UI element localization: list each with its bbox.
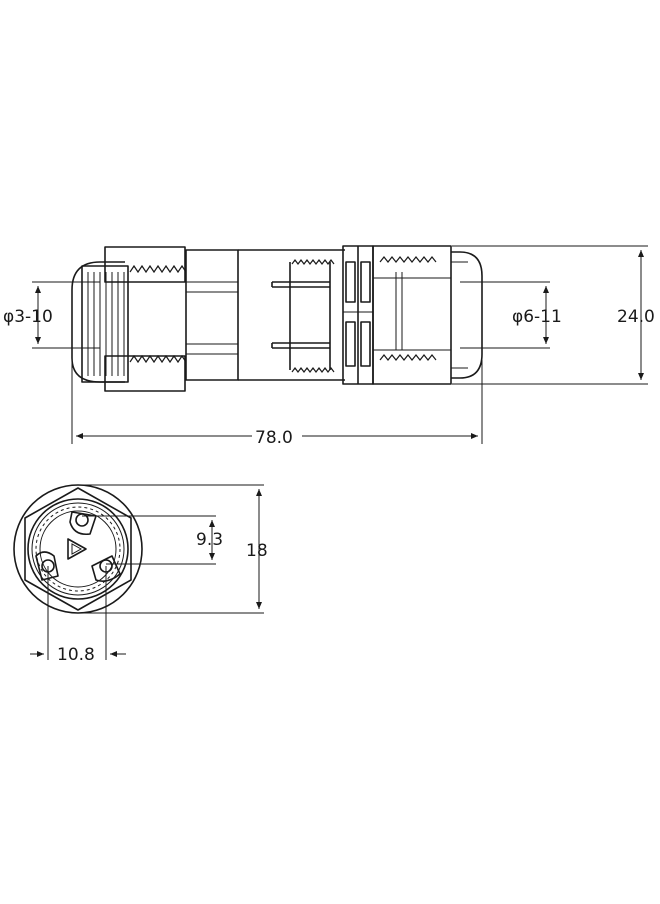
dim-left-cable <box>32 281 100 349</box>
middle-body-left <box>185 249 239 381</box>
knurl-lines <box>87 272 125 376</box>
socket-top <box>69 511 97 536</box>
socket-left <box>35 551 59 581</box>
mid-thread-bottom <box>291 367 335 373</box>
dim-pin-horizontal <box>30 566 126 660</box>
right-gland-nut <box>372 245 452 385</box>
height-label: 24.0 <box>617 307 655 327</box>
right-cable-diameter-label: φ6-11 <box>512 307 562 327</box>
side-view: φ3-10 φ6-11 24.0 78.0 <box>3 245 655 448</box>
left-gland-body <box>104 246 186 283</box>
right-end-cap <box>451 251 483 379</box>
right-thread-bottom <box>379 354 437 361</box>
dim-pin-vertical <box>82 515 216 565</box>
front-view: 9.3 18 10.8 <box>13 484 268 665</box>
outer-ring <box>13 484 143 614</box>
left-end-cap <box>71 261 125 383</box>
length-label: 78.0 <box>255 428 293 448</box>
pin-spacing-vertical-label: 9.3 <box>196 530 223 550</box>
dim-length <box>71 360 483 444</box>
inner-ring <box>27 498 129 600</box>
dim-face-diameter <box>78 484 264 614</box>
left-thread-top <box>129 264 187 274</box>
keying-triangle-icon <box>67 538 87 560</box>
right-thread-top <box>379 256 437 263</box>
dim-right-cable <box>460 281 550 349</box>
face-diameter-label: 18 <box>246 541 268 561</box>
pin-spacing-horizontal-label: 10.8 <box>57 645 95 665</box>
hex-nut <box>24 487 132 611</box>
mid-thread-top <box>291 259 335 265</box>
left-thread-bottom <box>129 354 187 364</box>
left-cable-diameter-label: φ3-10 <box>3 307 53 327</box>
contact-pins <box>271 262 331 370</box>
dim-height <box>452 245 648 385</box>
